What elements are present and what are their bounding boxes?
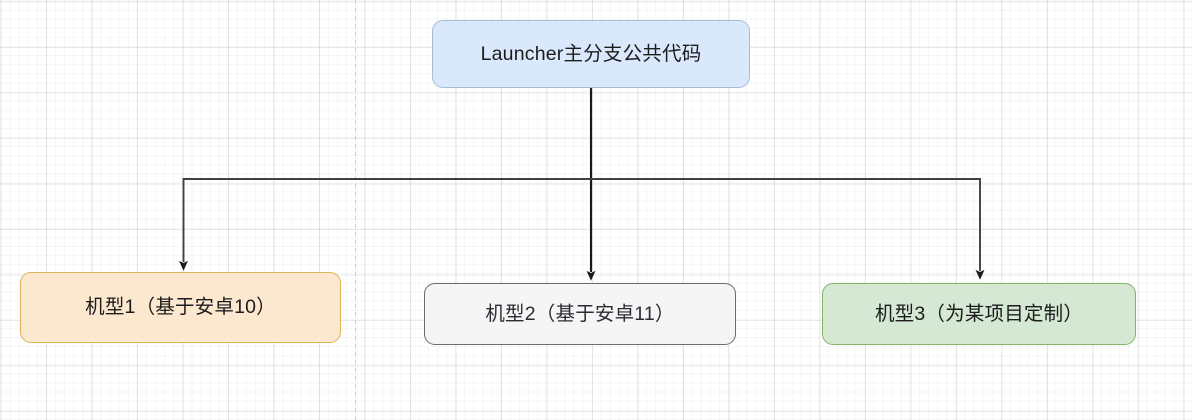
node-label: 机型3（为某项目定制） (874, 302, 1084, 325)
edge-root-to-model3[interactable] (591, 178, 985, 280)
node-label: 机型2（基于安卓11） (485, 302, 675, 325)
node-label: Launcher主分支公共代码 (480, 42, 702, 65)
edge-root-to-model1[interactable] (179, 178, 592, 271)
node-model1[interactable]: 机型1（基于安卓10） (20, 272, 341, 343)
node-launcher-main-branch[interactable]: Launcher主分支公共代码 (432, 20, 750, 88)
node-label: 机型1（基于安卓10） (85, 296, 276, 319)
node-model2[interactable]: 机型2（基于安卓11） (424, 283, 736, 345)
node-model3[interactable]: 机型3（为某项目定制） (822, 283, 1136, 345)
alignment-guide-line (355, 0, 356, 420)
